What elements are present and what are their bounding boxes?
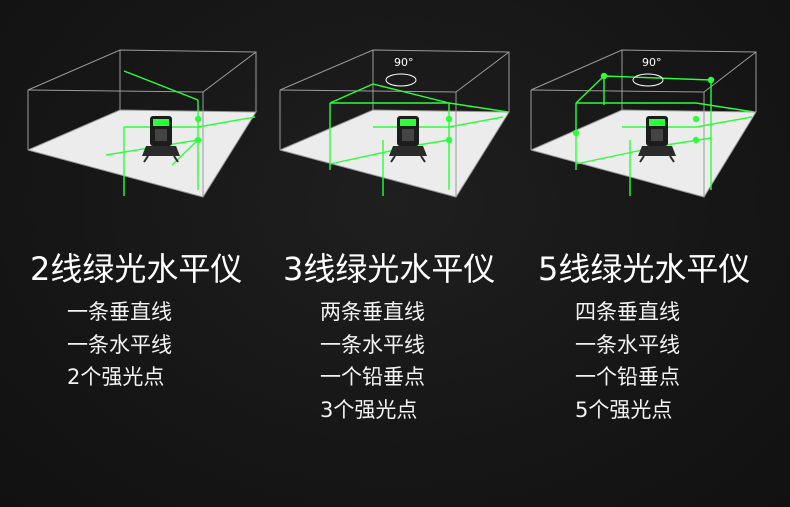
product-panel-2-line: 2线绿光水平仪 一条垂直线 一条水平线 2个强光点 — [0, 0, 263, 507]
product-title: 2线绿光水平仪 — [30, 250, 243, 288]
product-panel-5-line: 90° 5线绿光水平仪 四条垂直线 一条水平线 一个铅垂点 5个强光点 — [526, 0, 789, 507]
laser-dot — [692, 115, 700, 123]
room-diagram-2-line — [27, 49, 257, 198]
laser-dot — [707, 76, 715, 84]
angle-label: 90° — [394, 56, 414, 69]
laser-dot — [445, 115, 453, 123]
laser-dot — [194, 136, 202, 144]
angle-label: 90° — [642, 56, 662, 69]
feature-item: 一条水平线 — [67, 332, 172, 357]
room-diagram-5-line: 90° — [530, 49, 757, 198]
feature-item: 一条水平线 — [575, 332, 680, 357]
floor-plane — [28, 110, 256, 197]
feature-list: 四条垂直线 一条水平线 一个铅垂点 5个强光点 — [575, 296, 680, 426]
feature-list: 一条垂直线 一条水平线 2个强光点 — [67, 296, 172, 394]
laser-dot — [194, 115, 202, 123]
room-wireframe — [27, 49, 257, 198]
feature-item: 2个强光点 — [67, 365, 165, 389]
product-title: 5线绿光水平仪 — [538, 250, 751, 288]
feature-item: 3个强光点 — [320, 397, 418, 422]
laser-dot — [572, 129, 580, 137]
feature-list: 两条垂直线 一条水平线 一个铅垂点 3个强光点 — [320, 296, 425, 426]
laser-lines — [575, 75, 755, 196]
feature-item: 两条垂直线 — [320, 300, 425, 324]
feature-item: 一条水平线 — [320, 332, 425, 357]
feature-item: 四条垂直线 — [575, 300, 680, 324]
laser-dot — [600, 72, 608, 80]
laser-level-icon — [638, 116, 676, 163]
angle-arc — [632, 73, 664, 87]
feature-item: 一条垂直线 — [67, 300, 172, 324]
room-wireframe — [279, 49, 510, 198]
room-diagram-3-line: 90° — [279, 49, 510, 198]
laser-dot — [445, 136, 453, 144]
feature-item: 一个铅垂点 — [575, 365, 680, 389]
product-title: 3线绿光水平仪 — [283, 250, 496, 288]
feature-item: 一个铅垂点 — [320, 365, 425, 389]
laser-level-icon — [142, 116, 180, 163]
laser-dot — [692, 136, 700, 144]
feature-item: 5个强光点 — [575, 397, 673, 422]
product-panel-3-line: 90° 3线绿光水平仪 两条垂直线 一条水平线 一个铅垂点 3个强光点 — [263, 0, 526, 507]
laser-level-icon — [389, 116, 427, 163]
angle-arc — [385, 73, 417, 87]
